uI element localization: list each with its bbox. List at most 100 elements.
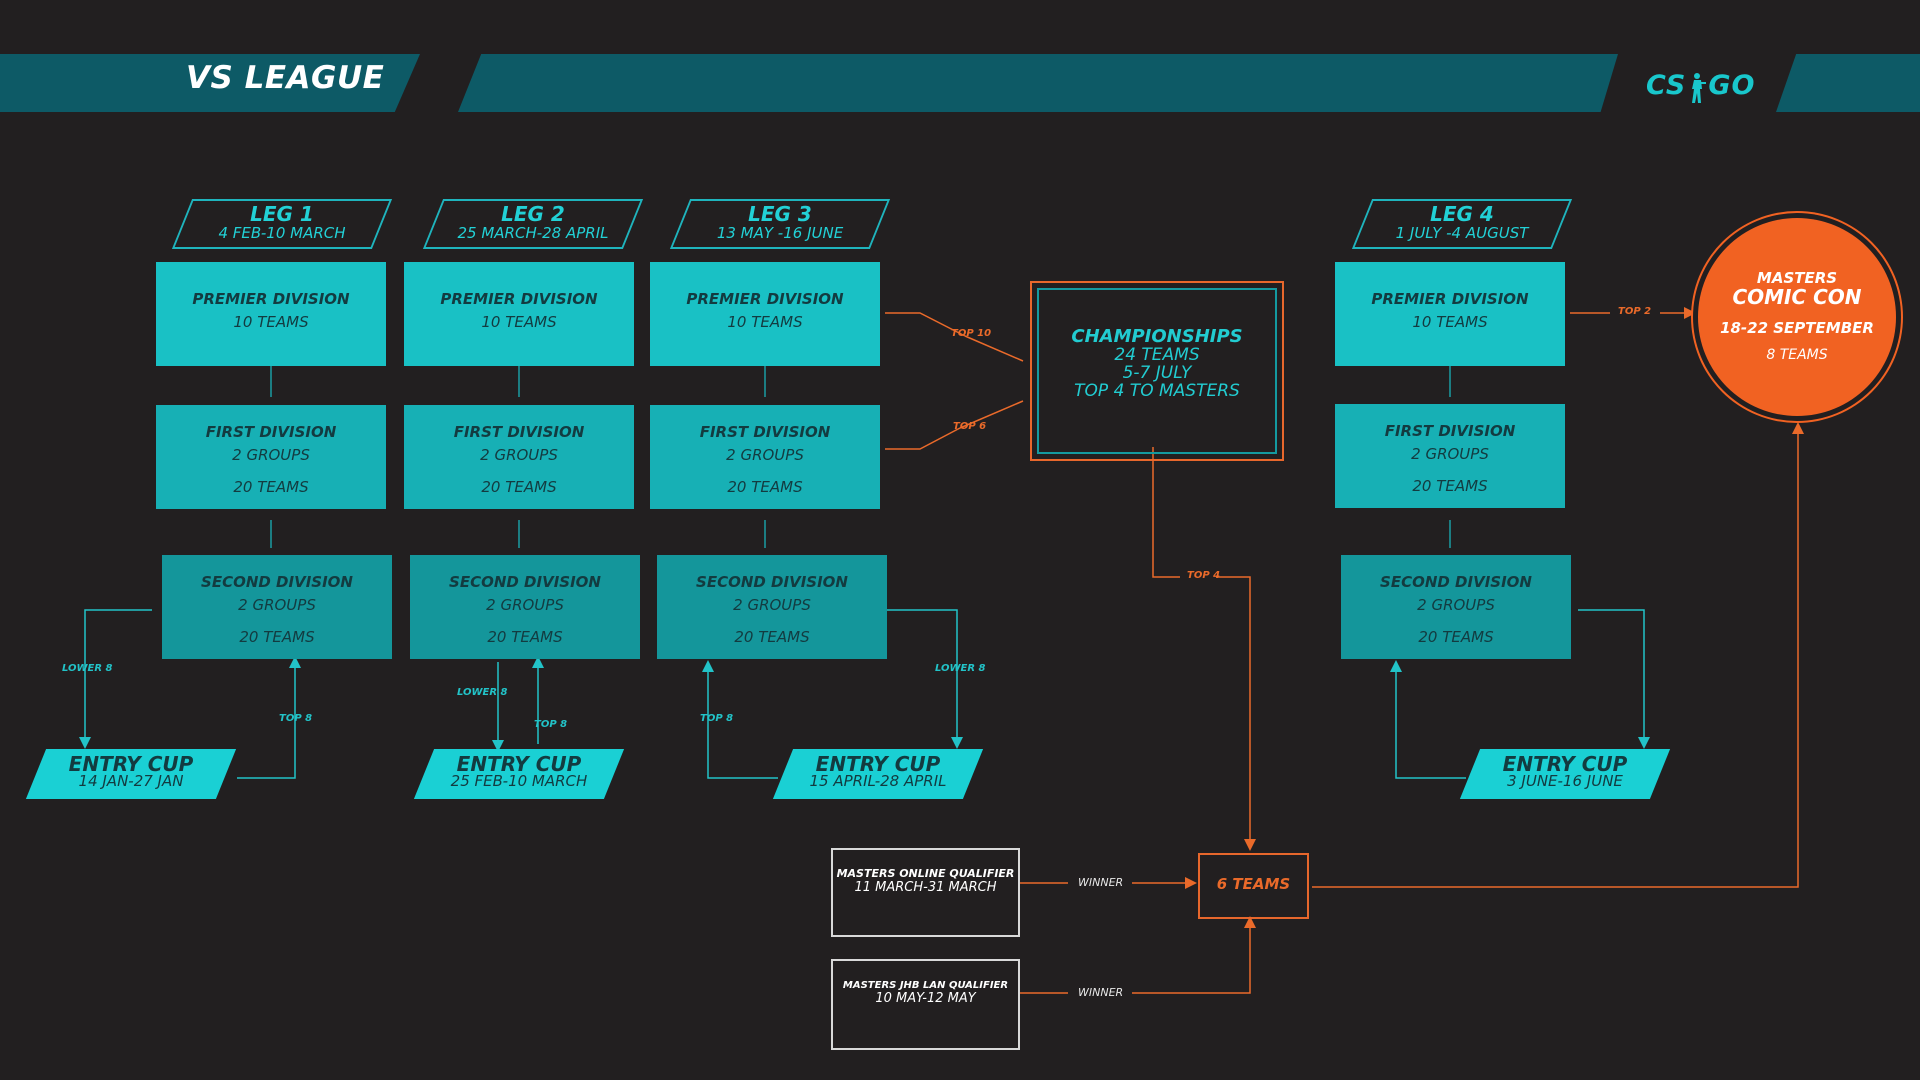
soldier-silhouette-icon: [1688, 72, 1709, 103]
logo-text-left: CS: [1646, 70, 1687, 101]
division-groups: 2 GROUPS: [733, 596, 811, 614]
division-teams: 20 TEAMS: [481, 478, 557, 496]
division-title: SECOND DIVISION: [201, 573, 353, 591]
leg-1-premier-division: PREMIER DIVISION 10 TEAMS: [156, 262, 386, 366]
division-title: FIRST DIVISION: [699, 423, 831, 441]
qualifier-title: MASTERS JHB LAN QUALIFIER: [842, 980, 1009, 991]
leg-3-header: LEG 3 13 MAY -16 JUNE: [669, 199, 891, 249]
division-teams: 20 TEAMS: [727, 478, 803, 496]
division-teams: 20 TEAMS: [1412, 477, 1488, 495]
leg-name: LEG 4: [1430, 202, 1494, 226]
division-groups: 2 GROUPS: [1411, 445, 1489, 463]
top-8-label: TOP 8: [534, 719, 568, 730]
entry-cup-dates: 3 JUNE-16 JUNE: [1507, 772, 1623, 790]
lan-qualifier-box: MASTERS JHB LAN QUALIFIER 10 MAY-12 MAY: [831, 959, 1020, 1050]
division-title: PREMIER DIVISION: [440, 290, 598, 308]
leg-2-entry-cup: ENTRY CUP 25 FEB-10 MARCH: [413, 749, 625, 799]
division-title: SECOND DIVISION: [1380, 573, 1532, 591]
leg-1-entry-cup: ENTRY CUP 14 JAN-27 JAN: [25, 749, 237, 799]
qualifier-title: MASTERS ONLINE QUALIFIER: [836, 867, 1015, 880]
leg-name: LEG 1: [250, 202, 314, 226]
championships-teams: 24 TEAMS: [1114, 345, 1200, 365]
masters-line-1: MASTERS: [1756, 269, 1838, 287]
entry-cup-name: ENTRY CUP: [68, 752, 194, 776]
leg-dates: 13 MAY -16 JUNE: [716, 224, 844, 242]
leg-2-first-division: FIRST DIVISION 2 GROUPS 20 TEAMS: [404, 405, 634, 509]
division-title: FIRST DIVISION: [205, 423, 337, 441]
division-teams: 20 TEAMS: [487, 628, 563, 646]
leg-2-header: LEG 2 25 MARCH-28 APRIL: [422, 199, 644, 249]
championships-note: TOP 4 TO MASTERS: [1074, 381, 1240, 401]
winner-label: WINNER: [1078, 876, 1124, 889]
leg-dates: 4 FEB-10 MARCH: [218, 224, 346, 242]
leg-4-second-division: SECOND DIVISION 2 GROUPS 20 TEAMS: [1341, 555, 1571, 659]
division-groups: 2 GROUPS: [1417, 596, 1495, 614]
leg-3-entry-cup: ENTRY CUP 15 APRIL-28 APRIL: [772, 749, 984, 799]
masters-dates: 18-22 SEPTEMBER: [1720, 319, 1874, 337]
division-groups: 2 GROUPS: [232, 446, 310, 464]
page-title: VS LEAGUE: [186, 60, 385, 96]
leg-3-second-division: SECOND DIVISION 2 GROUPS 20 TEAMS: [657, 555, 887, 659]
lower-8-label: LOWER 8: [935, 663, 986, 674]
leg-3-premier-division: PREMIER DIVISION 10 TEAMS: [650, 262, 880, 366]
masters-line-2: COMIC CON: [1732, 285, 1862, 309]
division-teams: 20 TEAMS: [233, 478, 309, 496]
championships-box: CHAMPIONSHIPS 24 TEAMS 5-7 JULY TOP 4 TO…: [1030, 281, 1284, 461]
leg-dates: 25 MARCH-28 APRIL: [457, 224, 609, 242]
entry-cup-dates: 14 JAN-27 JAN: [78, 772, 184, 790]
entry-cup-dates: 15 APRIL-28 APRIL: [809, 772, 947, 790]
entry-cup-dates: 25 FEB-10 MARCH: [450, 772, 588, 790]
top-4-label: TOP 4: [1187, 570, 1221, 581]
leg-3-first-division: FIRST DIVISION 2 GROUPS 20 TEAMS: [650, 405, 880, 509]
division-title: PREMIER DIVISION: [686, 290, 844, 308]
top-8-label: TOP 8: [279, 713, 313, 724]
leg-4-header: LEG 4 1 JULY -4 AUGUST: [1351, 199, 1573, 249]
top-2-label: TOP 2: [1618, 306, 1652, 317]
division-teams: 20 TEAMS: [239, 628, 315, 646]
division-title: SECOND DIVISION: [449, 573, 601, 591]
leg-2-premier-division: PREMIER DIVISION 10 TEAMS: [404, 262, 634, 366]
csgo-logo: CS GO: [1646, 70, 1756, 103]
masters-comic-con-circle: MASTERS COMIC CON 18-22 SEPTEMBER 8 TEAM…: [1698, 218, 1896, 416]
division-teams: 20 TEAMS: [1418, 628, 1494, 646]
masters-teams: 8 TEAMS: [1766, 347, 1828, 363]
leg-dates: 1 JULY -4 AUGUST: [1395, 224, 1529, 242]
division-groups: 2 GROUPS: [238, 596, 316, 614]
leg-name: LEG 3: [748, 202, 812, 226]
division-title: PREMIER DIVISION: [1371, 290, 1529, 308]
leg-name: LEG 2: [501, 202, 565, 226]
leg-4-entry-cup: ENTRY CUP 3 JUNE-16 JUNE: [1459, 749, 1671, 799]
top-10-label: TOP 10: [951, 328, 992, 339]
qualifier-dates: 10 MAY-12 MAY: [875, 991, 976, 1006]
header-band-right: [1776, 54, 1920, 112]
division-teams: 10 TEAMS: [1412, 313, 1488, 331]
leg-2-second-division: SECOND DIVISION 2 GROUPS 20 TEAMS: [410, 555, 640, 659]
entry-cup-name: ENTRY CUP: [1502, 752, 1628, 776]
header-band-middle: [458, 54, 1618, 112]
entry-cup-name: ENTRY CUP: [815, 752, 941, 776]
division-title: SECOND DIVISION: [696, 573, 848, 591]
leg-1-header: LEG 1 4 FEB-10 MARCH: [171, 199, 393, 249]
lower-8-label: LOWER 8: [457, 687, 508, 698]
division-groups: 2 GROUPS: [726, 446, 804, 464]
lower-8-label: LOWER 8: [62, 663, 113, 674]
logo-text-right: GO: [1708, 70, 1756, 101]
division-title: FIRST DIVISION: [1384, 422, 1516, 440]
championships-dates: 5-7 JULY: [1122, 363, 1192, 383]
division-teams: 20 TEAMS: [734, 628, 810, 646]
leg-4-premier-division: PREMIER DIVISION 10 TEAMS: [1335, 262, 1565, 366]
six-teams-box: 6 TEAMS: [1198, 853, 1309, 919]
leg-1-first-division: FIRST DIVISION 2 GROUPS 20 TEAMS: [156, 405, 386, 509]
division-groups: 2 GROUPS: [486, 596, 564, 614]
header-band-left: [0, 54, 420, 112]
online-qualifier-box: MASTERS ONLINE QUALIFIER 11 MARCH-31 MAR…: [831, 848, 1020, 937]
leg-1-second-division: SECOND DIVISION 2 GROUPS 20 TEAMS: [162, 555, 392, 659]
leg-4-first-division: FIRST DIVISION 2 GROUPS 20 TEAMS: [1335, 404, 1565, 508]
qualifier-dates: 11 MARCH-31 MARCH: [854, 880, 997, 895]
division-groups: 2 GROUPS: [480, 446, 558, 464]
top-8-label: TOP 8: [700, 713, 734, 724]
division-teams: 10 TEAMS: [233, 313, 309, 331]
winner-label: WINNER: [1078, 986, 1124, 999]
division-teams: 10 TEAMS: [727, 313, 803, 331]
entry-cup-name: ENTRY CUP: [456, 752, 582, 776]
